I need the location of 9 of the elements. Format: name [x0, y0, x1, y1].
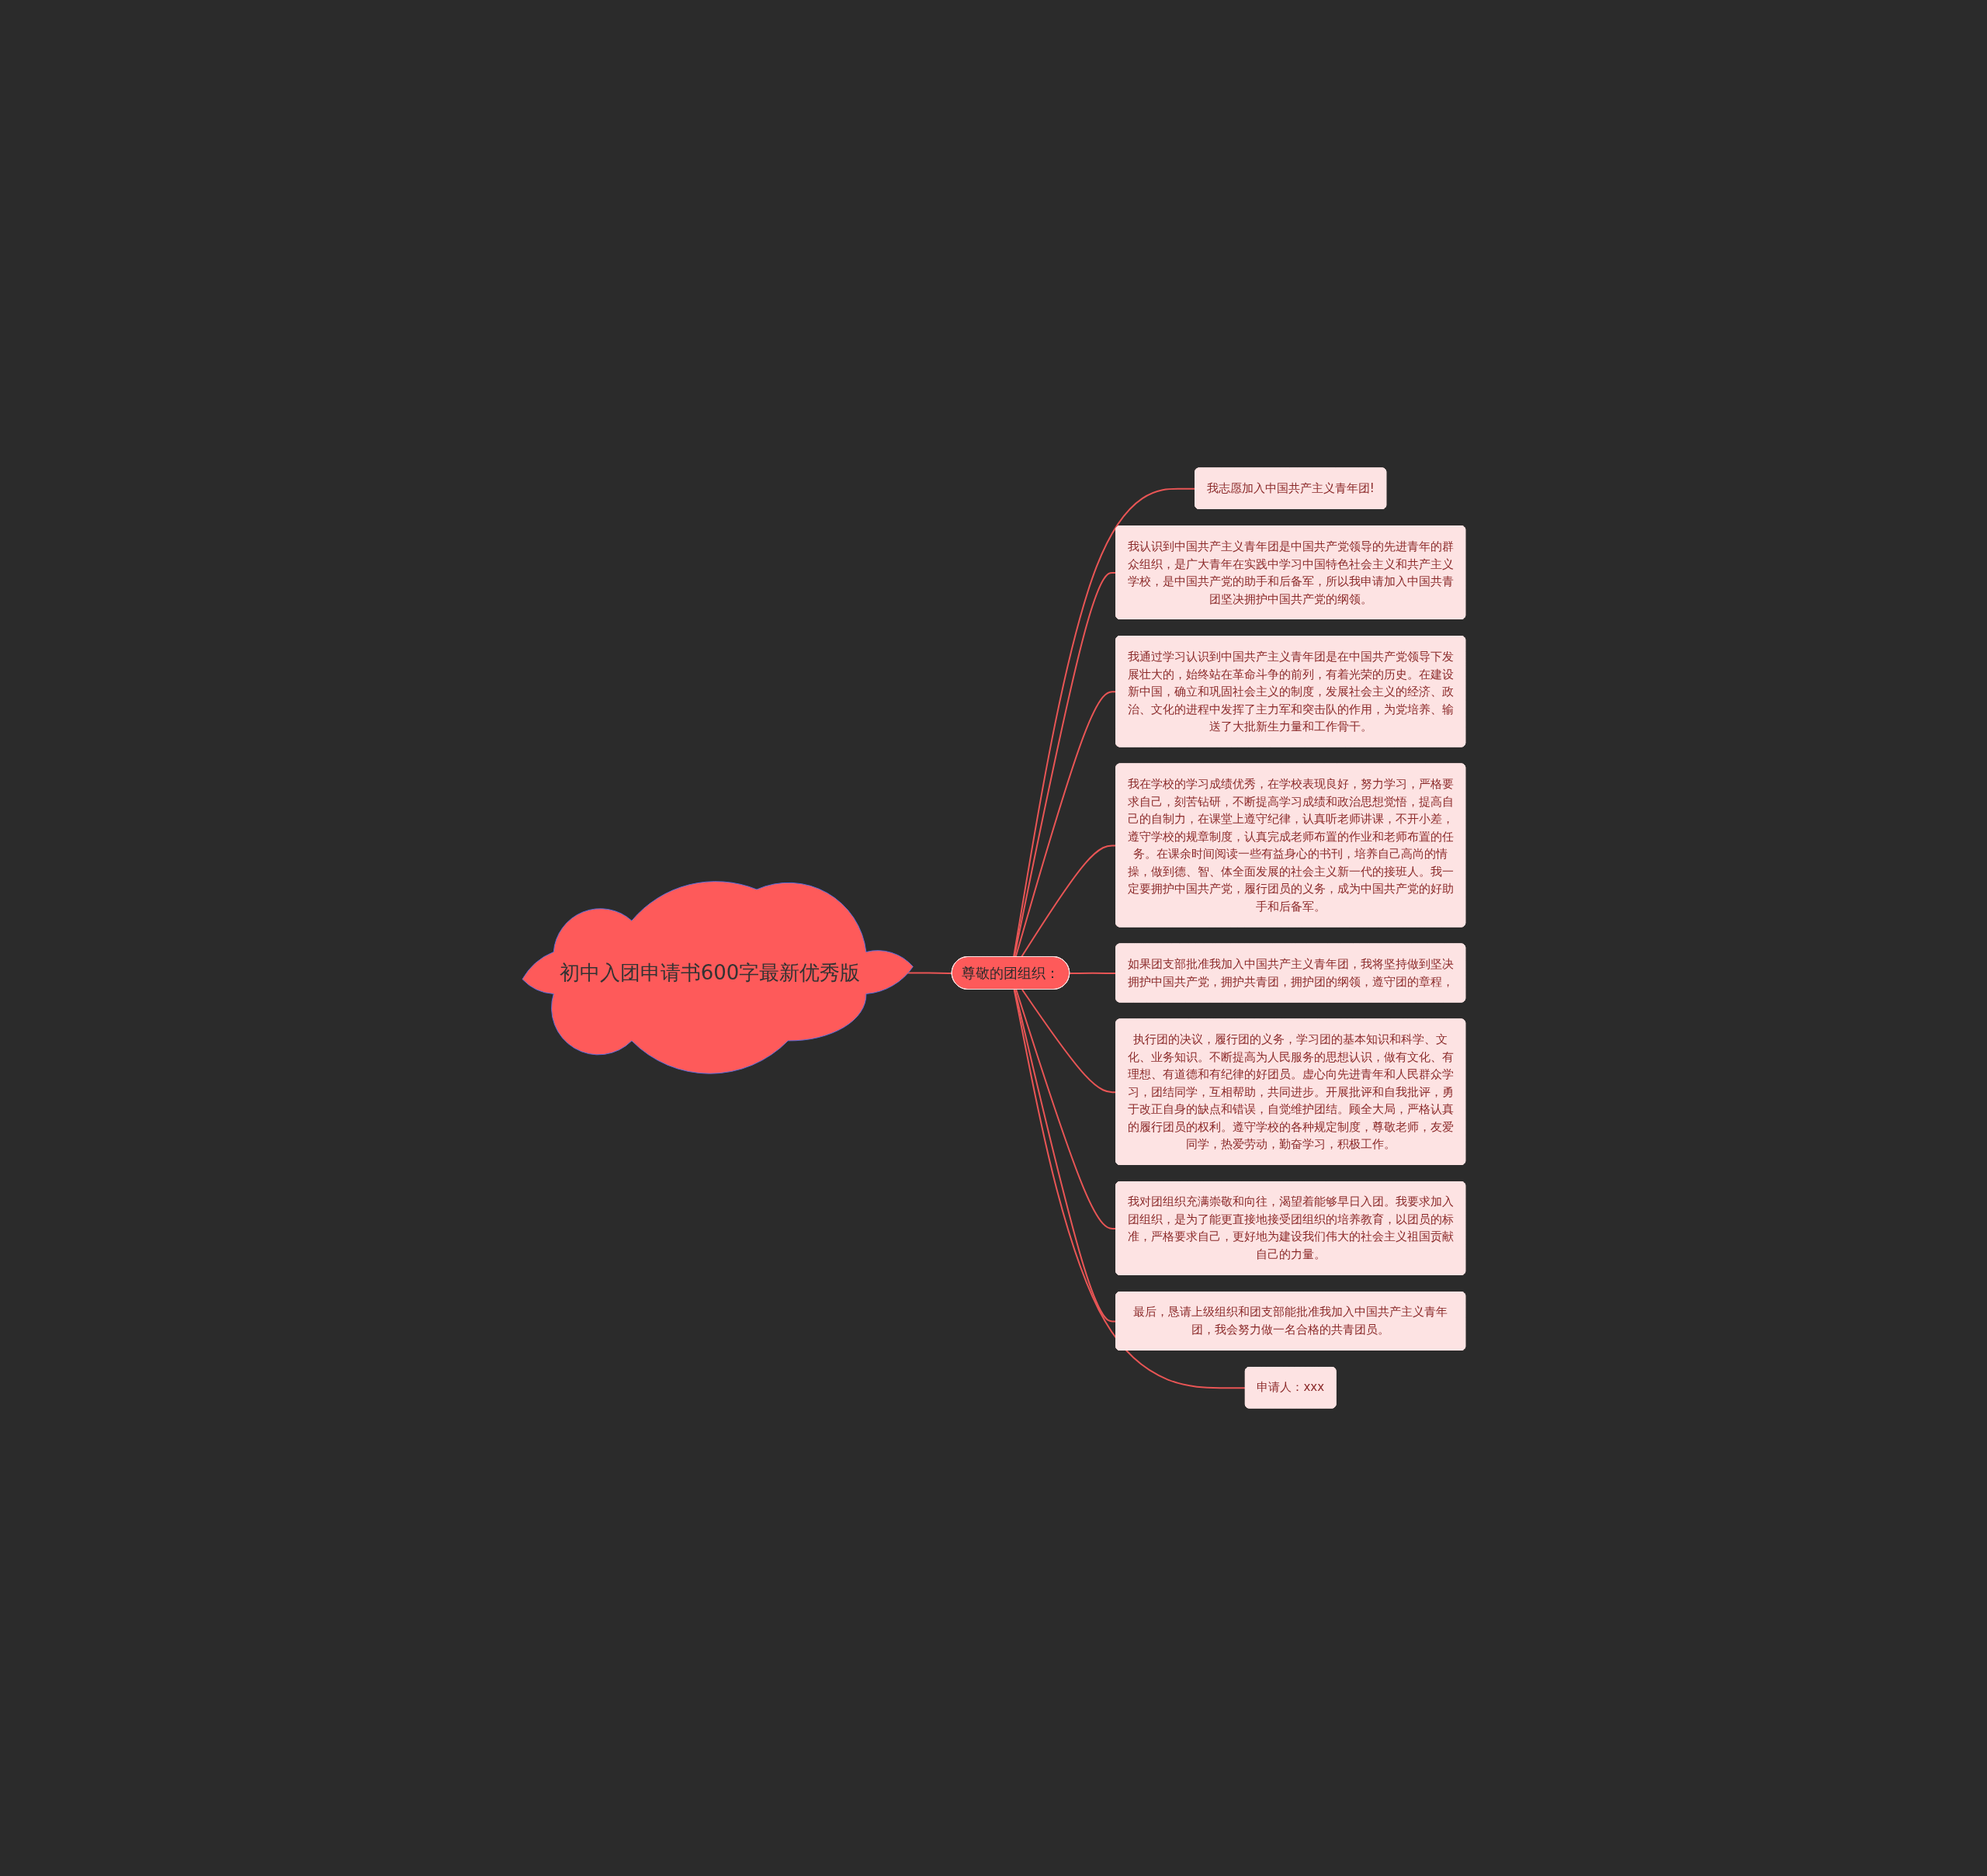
connector [1014, 691, 1117, 958]
connector [1021, 989, 1117, 1094]
connector [1014, 989, 1117, 1229]
connector [1012, 487, 1196, 958]
connector [1020, 844, 1117, 958]
connector [1068, 972, 1117, 974]
connector [1014, 989, 1117, 1323]
connector [1013, 571, 1117, 958]
connector [1013, 989, 1247, 1389]
